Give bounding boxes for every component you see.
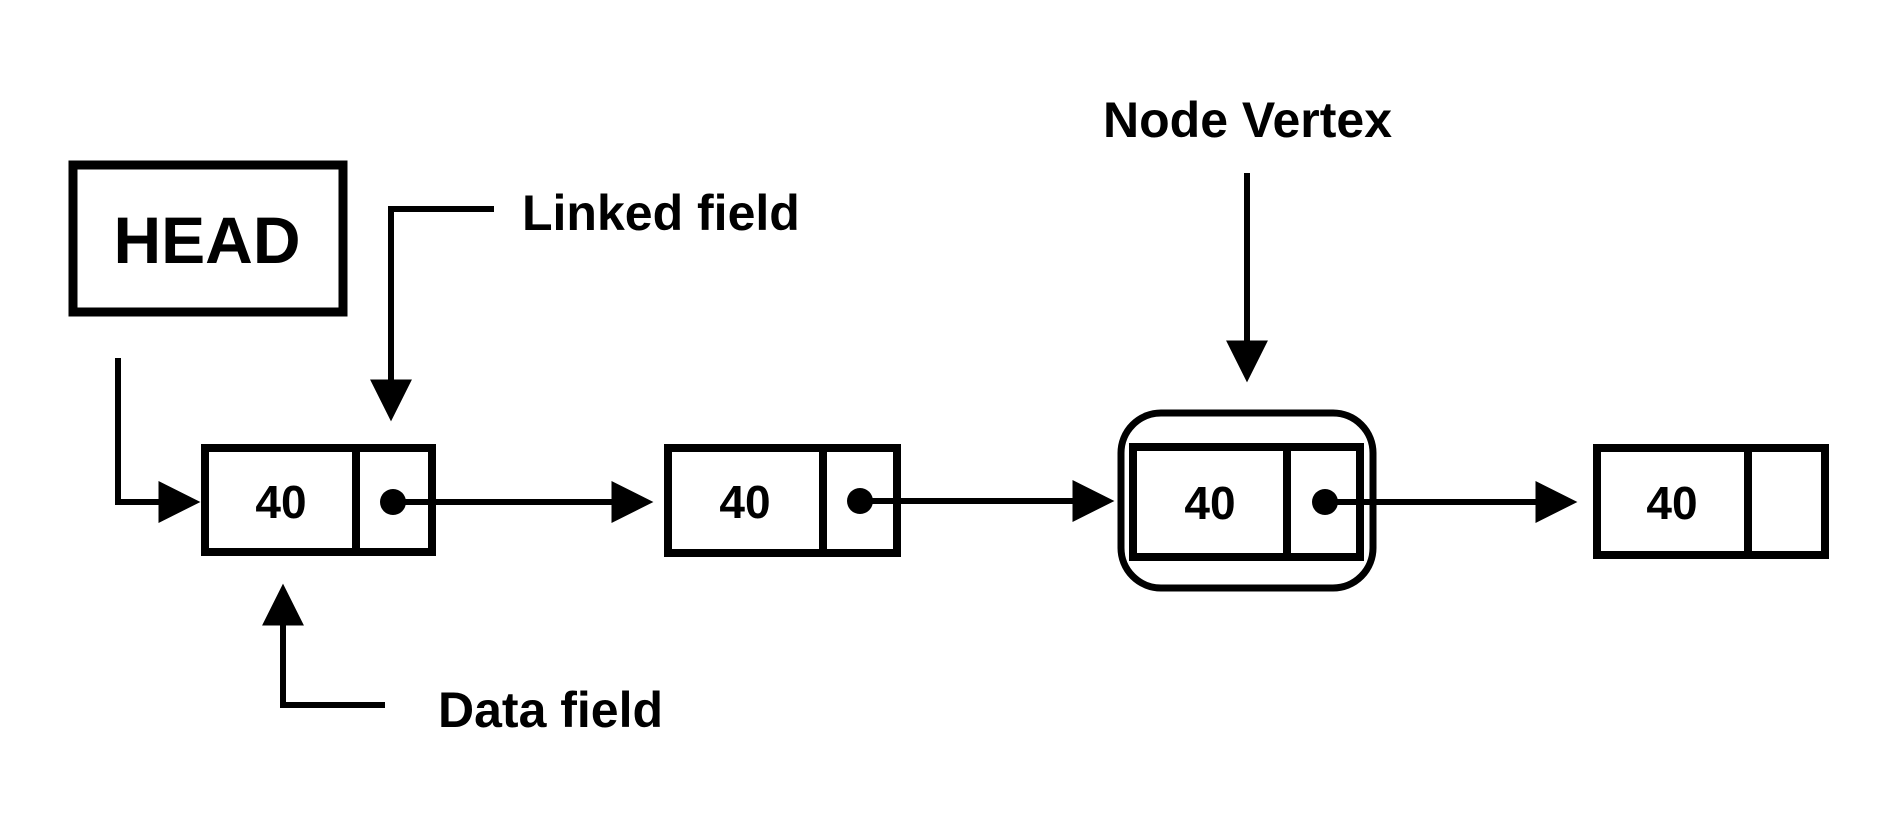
pointer-dot-1 xyxy=(380,489,406,515)
linked-field-arrow xyxy=(370,206,494,422)
head-box xyxy=(68,160,348,317)
node-vertex-label: Node Vertex xyxy=(1103,92,1392,148)
head-pointer-arrow xyxy=(115,358,201,523)
data-field-label: Data field xyxy=(438,682,663,738)
node-value: 40 xyxy=(255,476,306,528)
data-field-arrow xyxy=(262,583,385,708)
linked-list-node-2: 40 xyxy=(664,444,901,557)
node-value: 40 xyxy=(1184,477,1235,529)
pointer-dot-2 xyxy=(847,488,873,514)
node-box xyxy=(1593,444,1829,559)
node-value: 40 xyxy=(1646,477,1697,529)
linked-field-label: Linked field xyxy=(522,185,800,241)
node-value: 40 xyxy=(719,476,770,528)
pointer-dot-3 xyxy=(1312,489,1338,515)
linked-list-node-4: 40 xyxy=(1593,444,1829,559)
head-label: HEAD xyxy=(113,203,300,277)
